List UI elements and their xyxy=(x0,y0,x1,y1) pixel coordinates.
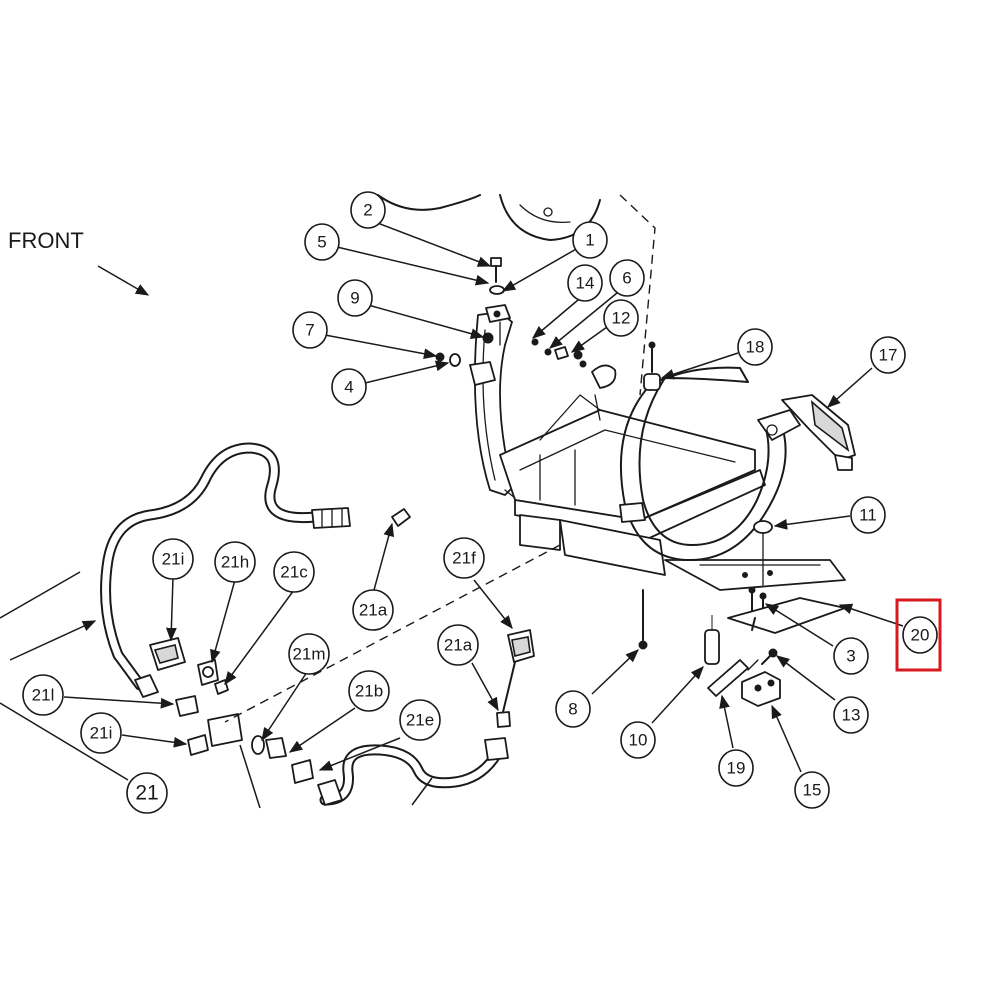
callout-21l: 21m21l xyxy=(22,674,64,716)
svg-text:21b: 21b xyxy=(355,682,383,701)
callout-12: 12 xyxy=(603,299,639,337)
callout-21h: 21i xyxy=(152,538,194,580)
front-arrow xyxy=(97,265,150,296)
svg-text:21m: 21m xyxy=(292,645,325,664)
hardware-parts xyxy=(391,257,846,728)
svg-text:21f: 21f xyxy=(452,549,476,568)
svg-text:1: 1 xyxy=(585,231,594,250)
callout-8: 8 xyxy=(555,690,591,728)
svg-text:21: 21 xyxy=(135,782,158,805)
callout-21i: 21i xyxy=(80,712,122,754)
callout-6: 6 xyxy=(609,259,645,297)
motor-housing-partial xyxy=(377,194,656,396)
callout-15: 15 xyxy=(794,771,830,809)
svg-text:13: 13 xyxy=(842,706,861,725)
svg-text:7: 7 xyxy=(305,321,314,340)
svg-text:21c: 21c xyxy=(280,563,308,582)
callout-21: 21 xyxy=(126,772,168,814)
callout-10: 10 xyxy=(620,721,656,759)
svg-text:4: 4 xyxy=(344,378,353,397)
callout-5: 5 xyxy=(304,223,340,261)
svg-text:10: 10 xyxy=(629,731,648,750)
callout-21m: 21m xyxy=(288,633,330,675)
svg-text:21l: 21l xyxy=(32,686,55,705)
callout-21e: 21f xyxy=(443,537,485,579)
latch-handle xyxy=(781,394,856,471)
svg-text:3: 3 xyxy=(846,647,855,666)
callout-21a-lower: 21a xyxy=(437,624,479,666)
callout-21i-label: 21i xyxy=(90,724,113,743)
callout-13: 13 xyxy=(833,696,869,734)
main-frame xyxy=(473,311,846,591)
callout-11: 11 xyxy=(850,496,886,534)
svg-text:21i: 21i xyxy=(162,550,185,569)
front-label: FRONT xyxy=(8,228,84,253)
callout-21d: 21e xyxy=(399,699,441,741)
callout-leaders xyxy=(9,221,904,809)
svg-text:18: 18 xyxy=(746,338,765,357)
callout-20: 20 xyxy=(902,616,938,654)
callout-7: 7 xyxy=(292,311,328,349)
svg-text:8: 8 xyxy=(568,700,577,719)
callout-3: 3 xyxy=(833,637,869,675)
svg-text:12: 12 xyxy=(612,309,631,328)
svg-text:21e: 21e xyxy=(406,711,434,730)
svg-text:19: 19 xyxy=(727,759,746,778)
callout-9: 9 xyxy=(337,279,373,317)
svg-text:20: 20 xyxy=(911,626,930,645)
svg-text:11: 11 xyxy=(859,506,877,525)
highlight-box-20 xyxy=(895,598,942,672)
callout-1: 1 xyxy=(572,221,608,259)
svg-text:2: 2 xyxy=(363,201,372,220)
svg-text:21a: 21a xyxy=(359,601,388,620)
svg-text:21a: 21a xyxy=(444,636,473,655)
callout-21b: 21b xyxy=(348,670,390,712)
callout-17: 17 xyxy=(870,336,906,374)
callout-14: 14 xyxy=(567,264,603,302)
svg-text:14: 14 xyxy=(576,274,595,293)
callout-21a-upper: 21a xyxy=(352,589,394,631)
svg-text:15: 15 xyxy=(803,781,822,800)
callout-19: 19 xyxy=(718,749,754,787)
callout-2: 2 xyxy=(350,191,386,229)
svg-text:17: 17 xyxy=(879,346,898,365)
cylinder-strap xyxy=(619,366,801,561)
hose-assembly xyxy=(0,442,561,806)
svg-text:6: 6 xyxy=(622,269,631,288)
svg-text:21h: 21h xyxy=(221,553,249,572)
callout-21c: 21c xyxy=(273,551,315,593)
callout-18: 18 xyxy=(737,328,773,366)
callout-21f: 21h xyxy=(214,541,256,583)
callout-4: 4 xyxy=(331,368,367,406)
svg-text:5: 5 xyxy=(317,233,326,252)
callouts: 2 5 1 9 7 4 14 6 12 18 17 11 3 20 13 8 1… xyxy=(22,191,942,814)
svg-text:9: 9 xyxy=(350,289,359,308)
